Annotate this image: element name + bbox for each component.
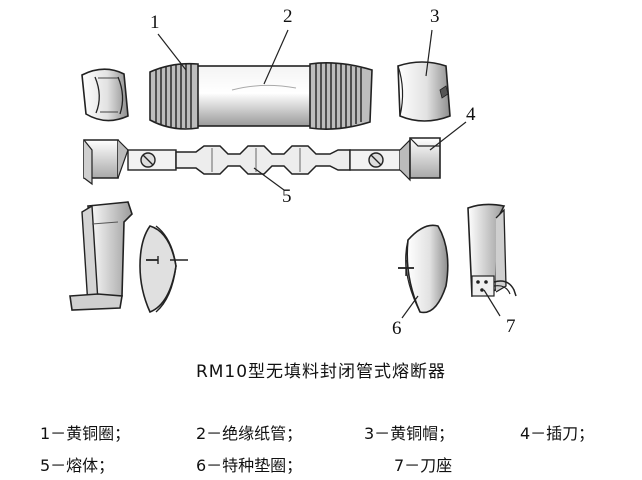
special-washer-right bbox=[398, 224, 449, 314]
knife-blade-left bbox=[83, 139, 177, 186]
callout-2: 2 bbox=[283, 6, 293, 27]
legend-item-1: 1－黄铜圈； bbox=[40, 424, 131, 443]
brass-cap bbox=[397, 61, 451, 122]
brass-ring-tube-right bbox=[309, 62, 373, 130]
brass-ring-left bbox=[81, 68, 129, 122]
fuse-exploded-diagram bbox=[69, 29, 517, 319]
diagram-caption: RM10型无填料封闭管式熔断器 bbox=[195, 362, 447, 382]
legend-item-2: 2－绝缘纸管； bbox=[196, 424, 303, 443]
leader-lines bbox=[157, 29, 501, 319]
callout-5: 5 bbox=[282, 186, 292, 207]
callout-4: 4 bbox=[466, 104, 476, 125]
legend-item-6: 6－特种垫圈； bbox=[196, 456, 303, 475]
callout-1: 1 bbox=[150, 12, 160, 33]
legend-item-4: 4－插刀； bbox=[520, 424, 595, 443]
legend-item-5: 5－熔体； bbox=[40, 456, 115, 475]
callout-6: 6 bbox=[392, 318, 402, 339]
special-washer-left bbox=[139, 225, 188, 314]
insulating-paper-tube bbox=[194, 65, 314, 127]
brass-ring-tube-left bbox=[149, 62, 199, 130]
fuse-element bbox=[175, 145, 351, 175]
callout-3: 3 bbox=[430, 6, 440, 27]
callout-7: 7 bbox=[506, 316, 516, 337]
knife-seat-right bbox=[467, 203, 517, 298]
legend-item-3: 3－黄铜帽； bbox=[364, 424, 455, 443]
legend-item-7: 7－刀座 bbox=[394, 456, 453, 475]
knife-seat-left bbox=[69, 201, 133, 311]
knife-blade-right bbox=[349, 137, 441, 182]
